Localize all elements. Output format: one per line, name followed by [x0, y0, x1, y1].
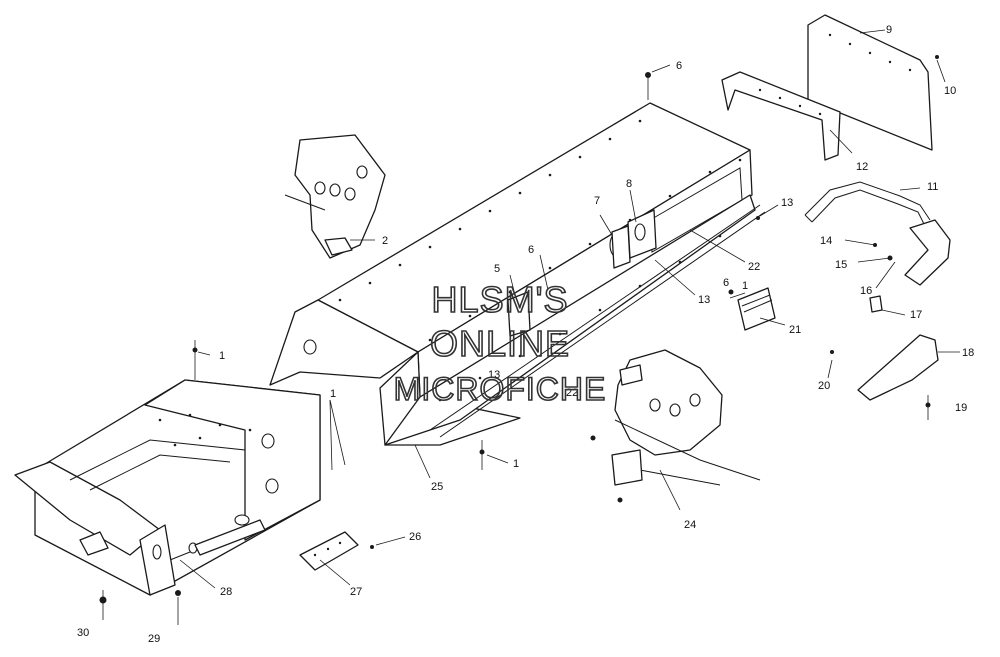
callout-labels: 1 1 1 1 2 5 6 6 6 7 8 9 10 11 12 13 13 1…	[77, 24, 974, 645]
bracket-part-27	[299, 531, 359, 571]
callout-17: 17	[910, 309, 922, 321]
watermark: HLSM'S ONLINE MICROFICHE	[393, 278, 607, 408]
leader-lines	[102, 29, 960, 625]
rear-handle-part-11	[804, 181, 951, 286]
callout-7: 7	[594, 195, 600, 207]
callout-6: 6	[723, 277, 729, 289]
callout-1: 1	[742, 280, 748, 292]
bracket-part-5	[507, 291, 531, 337]
callout-16: 16	[860, 285, 872, 297]
callout-13: 13	[488, 369, 500, 381]
spacer-part-17	[869, 295, 883, 313]
callout-10: 10	[944, 85, 956, 97]
callout-1: 1	[330, 388, 336, 400]
callout-6: 6	[528, 244, 534, 256]
callout-30: 30	[77, 627, 89, 639]
flap-bracket-part-12	[721, 71, 841, 161]
callout-9: 9	[886, 24, 892, 36]
callout-13: 13	[781, 197, 793, 209]
bracket-plate-part-8	[627, 209, 657, 259]
callout-28: 28	[220, 586, 232, 598]
watermark-line-3: MICROFICHE	[394, 371, 607, 407]
callout-14: 14	[820, 235, 832, 247]
callout-1: 1	[513, 458, 519, 470]
callout-15: 15	[835, 259, 847, 271]
callout-8: 8	[626, 178, 632, 190]
callout-13: 13	[698, 294, 710, 306]
fasteners	[99, 55, 939, 604]
tunnel-part-25	[269, 102, 766, 446]
callout-19: 19	[955, 402, 967, 414]
callout-22: 22	[566, 387, 578, 399]
bracket-plate-part-7	[611, 225, 631, 269]
callout-22: 22	[748, 261, 760, 273]
watermark-line-2: ONLINE	[430, 323, 570, 364]
frame-part-24	[611, 349, 761, 486]
callout-26: 26	[409, 531, 421, 543]
callout-18: 18	[962, 347, 974, 359]
callout-20: 20	[818, 380, 830, 392]
bracket-part-2	[284, 134, 386, 259]
callout-12: 12	[856, 161, 868, 173]
callout-2: 2	[382, 235, 388, 247]
bracket-part-21	[737, 287, 776, 331]
bulkhead-part-28	[14, 379, 321, 596]
callout-24: 24	[684, 519, 696, 531]
callout-25: 25	[431, 481, 443, 493]
callout-11: 11	[927, 181, 938, 193]
callout-21: 21	[789, 324, 801, 336]
cover-part-18	[857, 334, 939, 401]
watermark-line-1: HLSM'S	[432, 279, 569, 320]
callout-5: 5	[494, 263, 500, 275]
callout-29: 29	[148, 633, 160, 645]
callout-6: 6	[676, 60, 682, 72]
callout-1: 1	[219, 350, 225, 362]
callout-27: 27	[350, 586, 362, 598]
